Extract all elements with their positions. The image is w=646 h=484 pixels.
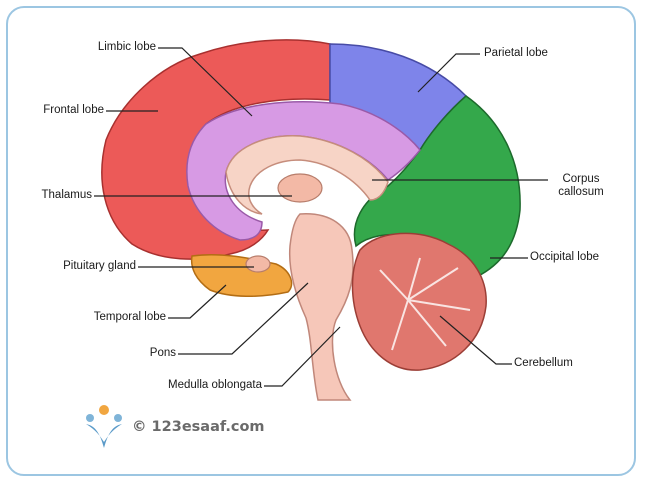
label-pituitary-gland: Pituitary gland [63, 260, 136, 272]
parietal-lobe-pointer [417, 53, 480, 93]
cerebellum-pointer [439, 315, 512, 365]
label-limbic-lobe: Limbic lobe [97, 41, 156, 53]
label-temporal-lobe: Temporal lobe [93, 311, 166, 323]
label-corpus-callosum: Corpus callosum [558, 173, 604, 198]
label-thalamus: Thalamus [41, 189, 93, 201]
label-frontal-lobe: Frontal lobe [43, 104, 104, 116]
temporal-lobe-region [190, 253, 293, 298]
pons-pointer [178, 282, 309, 355]
watermark: © 123esaaf.com [82, 404, 265, 450]
medulla-oblongata-pointer [264, 326, 341, 387]
brainstem-region [288, 213, 354, 401]
pituitary-gland-region [245, 255, 271, 273]
watermark-text: © 123esaaf.com [132, 419, 265, 435]
corpus-callosum-region [225, 135, 389, 215]
logo-icon [86, 405, 122, 448]
label-cerebellum: Cerebellum [514, 357, 573, 369]
thalamus-region [277, 173, 323, 203]
label-medulla-oblongata: Medulla oblongata [168, 379, 262, 391]
label-occipital-lobe: Occipital lobe [530, 251, 600, 263]
label-pons: Pons [149, 347, 176, 359]
label-parietal-lobe: Parietal lobe [484, 47, 548, 59]
limbic-lobe-pointer [158, 47, 253, 117]
temporal-lobe-pointer [168, 284, 227, 319]
image-frame [6, 6, 636, 476]
cerebellum-arbor [379, 257, 471, 351]
